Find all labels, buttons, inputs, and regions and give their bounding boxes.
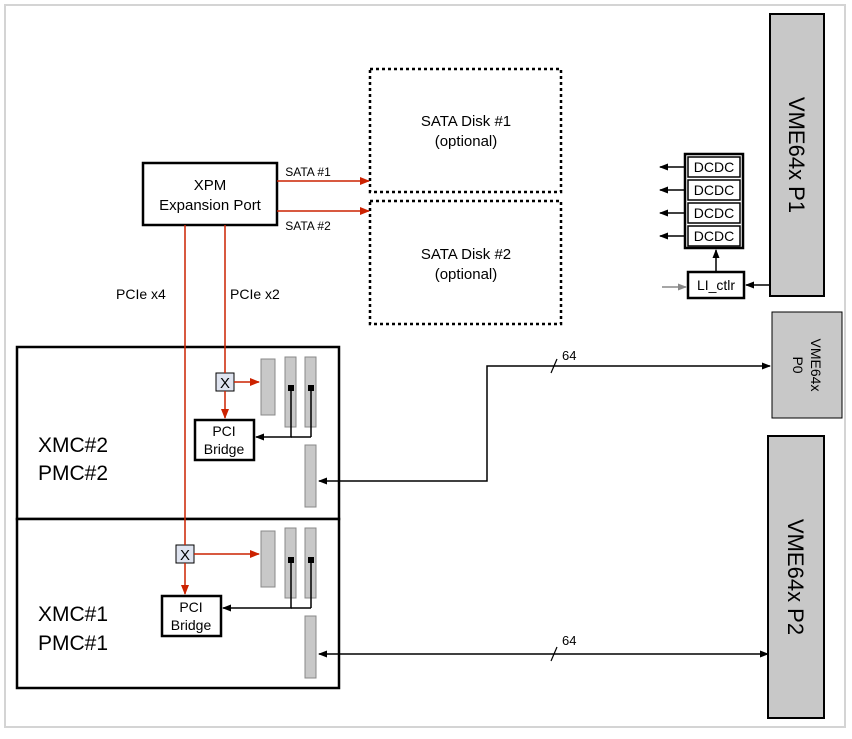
dcdc-4-label: DCDC bbox=[694, 228, 734, 244]
dcdc-stack: DCDC DCDC DCDC DCDC bbox=[683, 152, 745, 250]
xmc1-mux-label: X bbox=[180, 547, 190, 564]
pmc2-pin-a bbox=[288, 385, 294, 391]
xmc1-label: XMC#1 bbox=[38, 603, 108, 626]
xpm-expansion-port: XPM Expansion Port bbox=[141, 161, 279, 227]
xpm-label-line2: Expansion Port bbox=[159, 197, 262, 214]
pmc1-connector-p4 bbox=[304, 615, 317, 679]
sata-disk-1-label: SATA Disk #1 bbox=[421, 113, 511, 130]
p0-bus-slash bbox=[550, 358, 558, 374]
vme64x-p1-label: VME64x P1 bbox=[784, 97, 809, 213]
sata-1-link-label: SATA #1 bbox=[285, 165, 331, 179]
sata-disk-1-optional: (optional) bbox=[435, 133, 498, 150]
xmc1-connector bbox=[260, 530, 276, 588]
vme64x-p0-connector: VME64x P0 bbox=[771, 311, 843, 419]
vme64x-p0-label-line1: VME64x bbox=[808, 339, 824, 392]
p2-bus-width-label: 64 bbox=[562, 633, 576, 648]
xmc2-connector bbox=[260, 358, 276, 416]
xmc1-pci-bridge-label: PCI bbox=[179, 599, 202, 615]
pmc2-label: PMC#2 bbox=[38, 462, 108, 485]
sata-disk-2-label: SATA Disk #2 bbox=[421, 246, 511, 263]
sata-disk-2-optional: (optional) bbox=[435, 266, 498, 283]
dcdc-1-label: DCDC bbox=[694, 159, 734, 175]
li-ctlr: LI_ctlr bbox=[686, 270, 746, 300]
li-ctlr-label: LI_ctlr bbox=[697, 277, 735, 293]
pmc1-pin-a bbox=[288, 557, 294, 563]
xmc2-pmc2-slot: XMC#2 PMC#2 PCI Bridge X bbox=[15, 345, 341, 521]
pmc1-label: PMC#1 bbox=[38, 632, 108, 655]
xmc2-label: XMC#2 bbox=[38, 434, 108, 457]
xmc2-pci-bridge-label-line2: Bridge bbox=[204, 441, 245, 457]
pcie-x4-label: PCIe x4 bbox=[116, 286, 166, 302]
dcdc-3-label: DCDC bbox=[694, 205, 734, 221]
vme64x-p2-connector: VME64x P2 bbox=[767, 435, 825, 719]
p0-64bit-bus bbox=[318, 362, 771, 485]
xmc1-pci-bridge bbox=[160, 594, 223, 638]
vme64x-p1-connector: VME64x P1 bbox=[769, 13, 825, 297]
dcdc-2-label: DCDC bbox=[694, 182, 734, 198]
vme64x-p2-label: VME64x P2 bbox=[783, 519, 808, 635]
sata-disk-2: SATA Disk #2 (optional) bbox=[368, 199, 563, 326]
dcdc-1 bbox=[687, 156, 741, 178]
sata-disk-1: SATA Disk #1 (optional) bbox=[368, 67, 563, 194]
pmc2-connector-p4 bbox=[304, 444, 317, 508]
xmc2-pci-bridge bbox=[193, 418, 256, 462]
pcie-x2-label: PCIe x2 bbox=[230, 286, 280, 302]
board-frame bbox=[4, 4, 846, 728]
dcdc-3 bbox=[687, 202, 741, 224]
p2-bus-slash bbox=[550, 646, 558, 662]
xmc1-pci-bridge-label-line2: Bridge bbox=[171, 617, 212, 633]
dcdc-4 bbox=[687, 225, 741, 247]
vme64x-p0-label-line2: P0 bbox=[790, 356, 806, 373]
pmc1-pin-b bbox=[308, 557, 314, 563]
xpm-label: XPM bbox=[194, 177, 227, 194]
xmc2-mux-label: X bbox=[220, 375, 230, 392]
dcdc-2 bbox=[687, 179, 741, 201]
p0-bus-width-label: 64 bbox=[562, 348, 576, 363]
sata-2-link-label: SATA #2 bbox=[285, 219, 331, 233]
pmc2-pin-b bbox=[308, 385, 314, 391]
xmc2-pci-bridge-label: PCI bbox=[212, 423, 235, 439]
